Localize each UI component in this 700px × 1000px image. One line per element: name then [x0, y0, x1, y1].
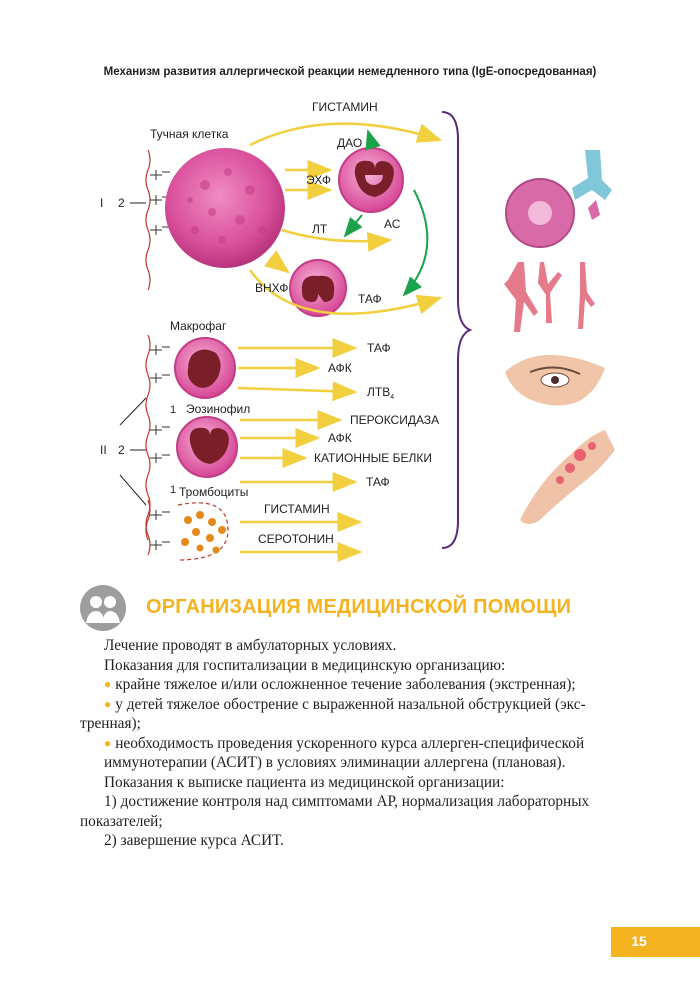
section-title: ОРГАНИЗАЦИЯ МЕДИЦИНСКОЙ ПОМОЩИ	[146, 596, 572, 618]
eosinophil-nucleus	[189, 427, 229, 464]
lt-label: ЛТ	[312, 222, 328, 236]
numbered-1: 1) достижение контроля над симптомами АР…	[104, 793, 590, 810]
platelet-arrows	[240, 512, 363, 562]
skin-rash-illustration	[520, 430, 615, 524]
bronchi-illustration	[504, 262, 595, 332]
eosinophil-label: Эозинофил	[186, 402, 250, 416]
ehf-label: ЭХФ	[306, 173, 331, 187]
paragraph-2: Показания для госпитализации в медицинск…	[104, 656, 506, 674]
numbered-1-cont: показателей;	[80, 812, 163, 830]
cationic-label: КАТИОННЫЕ БЕЛКИ	[314, 451, 432, 465]
ige-receptors	[150, 170, 170, 550]
mast-cell-label: Тучная клетка	[150, 127, 229, 141]
taf-eos-label: ТАФ	[366, 475, 390, 489]
group2-one-a: 1	[170, 404, 176, 416]
section-header: ОРГАНИЗАЦИЯ МЕДИЦИНСКОЙ ПОМОЩИ	[80, 585, 640, 631]
paragraph-1: Лечение проводят в амбулаторных условиях…	[104, 637, 397, 654]
bullet-dot-icon: ●	[104, 696, 112, 711]
platelets-dots	[181, 511, 226, 554]
bullet-2: ●у детей тяжелое обострение с выраженной…	[104, 695, 586, 713]
group2-one-b: 1	[170, 484, 176, 496]
eye-illustration	[505, 354, 605, 406]
histamine-plt-label: ГИСТАМИН	[264, 502, 330, 516]
airway-illustration	[505, 150, 612, 248]
as-label: АС	[384, 217, 401, 231]
membrane-line-2	[145, 334, 151, 556]
serotonin-label: СЕРОТОНИН	[258, 532, 334, 546]
macrophage-label: Макрофаг	[170, 319, 227, 333]
afk-macro-label: АФК	[328, 361, 352, 375]
membrane-line-3	[145, 499, 151, 541]
vnhf-nucleus	[301, 275, 335, 302]
figure-title: Механизм развития аллергической реакции …	[103, 66, 597, 78]
taf-macro-label: ТАФ	[367, 341, 391, 355]
page-number: 15	[631, 933, 647, 949]
bullet-3: ●необходимость проведения ускоренного ку…	[104, 734, 585, 752]
numbered-2: 2) завершение курса АСИТ.	[104, 832, 284, 849]
taf-top-label: ТАФ	[358, 292, 382, 306]
membrane-line-1	[145, 149, 151, 291]
bullet-3-cont: иммунотерапии (АСИТ) в условиях элиминац…	[104, 754, 566, 771]
doctors-icon	[80, 585, 126, 631]
allergy-mechanism-diagram: I 2 1 II 2 1 1 Тучная клетка Макрофаг Эо…	[100, 100, 615, 562]
mast-cell-arrows	[248, 122, 443, 315]
ltv-label: ЛТВ4	[367, 385, 394, 401]
macrophage-nucleus	[187, 349, 221, 388]
eosinophil-arrows	[240, 410, 358, 492]
curly-brace	[441, 111, 473, 549]
group2-roman: II	[100, 443, 107, 457]
mast-cell-granules	[187, 168, 266, 244]
platelets-label: Тромбоциты	[179, 485, 248, 499]
body-text: Лечение проводят в амбулаторных условиях…	[80, 636, 644, 851]
page-number-badge: 15	[611, 927, 700, 957]
paragraph-3: Показания к выписке пациента из медицинс…	[104, 773, 505, 791]
bullet-dot-icon: ●	[104, 735, 112, 750]
ehf-nucleus	[354, 160, 394, 197]
bullet-2-cont: тренная);	[80, 715, 141, 732]
green-arrows	[343, 129, 429, 297]
bullet-dot-icon: ●	[104, 677, 112, 691]
mast-cell	[165, 148, 285, 268]
dao-label: ДАО	[337, 136, 362, 150]
afk-eos-label: АФК	[328, 431, 352, 445]
histamine-top-label: ГИСТАМИН	[312, 100, 378, 114]
group2-num: 2	[118, 443, 125, 457]
group1-num: 2	[118, 196, 125, 210]
macrophage-arrows	[237, 338, 358, 402]
group1-roman: I	[100, 196, 103, 210]
vnhf-label: ВНХФ	[255, 281, 288, 295]
peroxidase-label: ПЕРОКСИДАЗА	[350, 413, 439, 427]
bullet-1: ●крайне тяжелое и/или осложненное течени…	[104, 676, 576, 693]
ehf-cell	[338, 147, 404, 213]
